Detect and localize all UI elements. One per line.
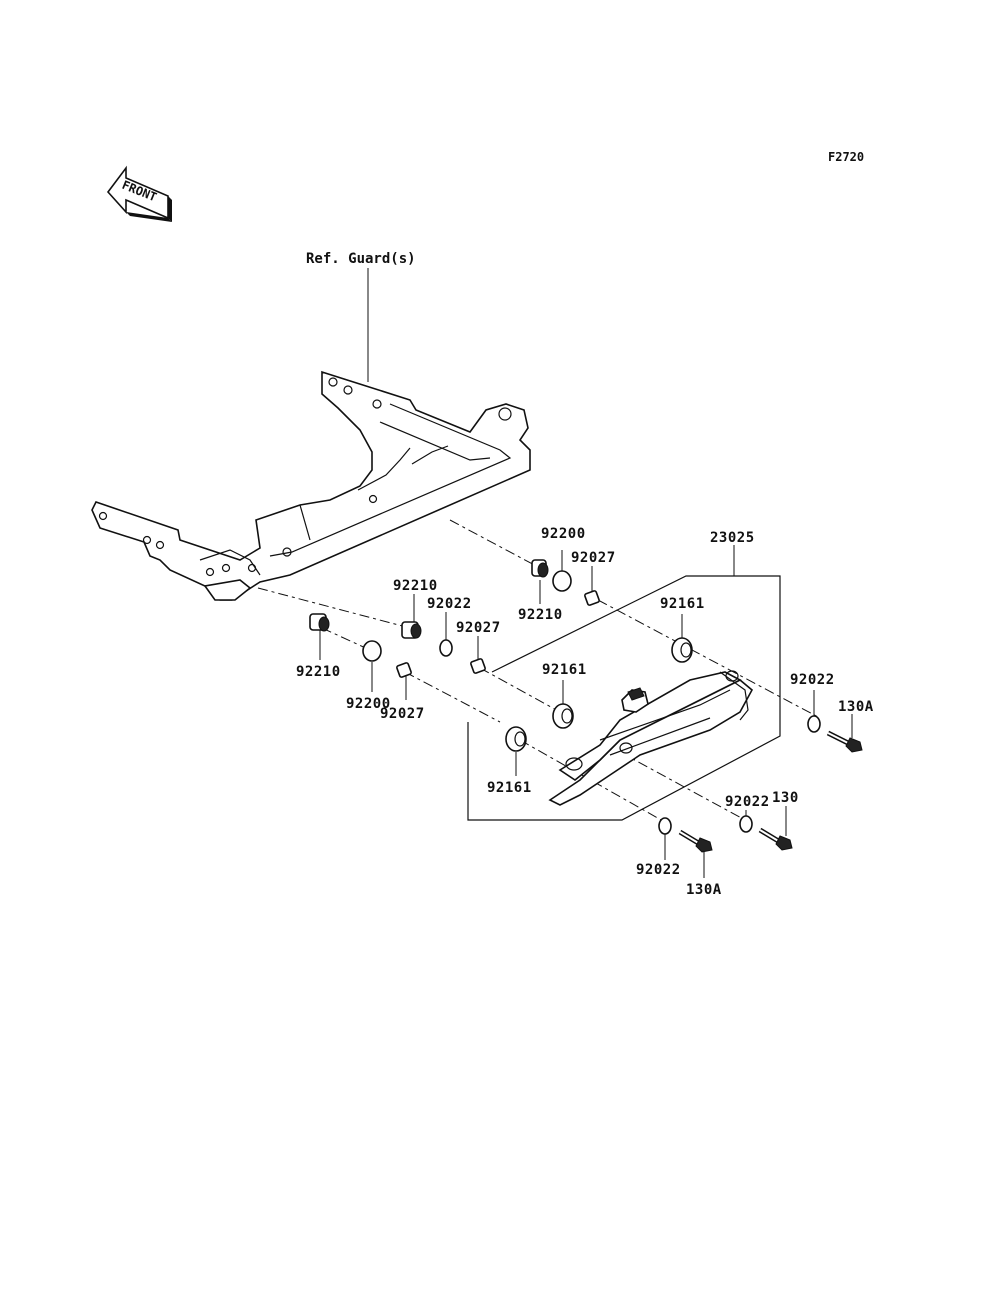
axis-line-left-short — [321, 627, 371, 651]
bolt-130-lower — [758, 827, 793, 851]
leader-lines — [319, 550, 853, 878]
washer-92022-bottom — [658, 817, 672, 835]
callout-92027-mid: 92027 — [456, 620, 501, 636]
callout-92210-left: 92210 — [296, 664, 341, 680]
callout-23025: 23025 — [710, 530, 755, 546]
axis-line-lower-right — [619, 751, 746, 821]
axis-line-left — [404, 671, 501, 723]
grommet-92161-right — [671, 637, 693, 663]
figure-code: F2720 — [828, 150, 864, 164]
callout-92200-top: 92200 — [541, 526, 586, 542]
callout-92022-lower: 92022 — [725, 794, 770, 810]
callout-130A-bottom: 130A — [686, 882, 722, 898]
turn-signal-lamp — [548, 670, 754, 806]
grommet-92161-left — [505, 726, 527, 752]
callout-92161-right: 92161 — [660, 596, 705, 612]
callout-92210-top-right: 92210 — [518, 607, 563, 623]
callout-92022-bottom: 92022 — [636, 862, 681, 878]
axis-line-upper — [449, 519, 541, 569]
front-arrow-icon: FRONT — [106, 165, 172, 222]
callout-92027-left: 92027 — [380, 706, 425, 722]
axis-line-mid2 — [479, 667, 561, 713]
collar-92200-left — [362, 640, 382, 662]
bolt-130A-right — [826, 730, 863, 753]
axis-line-middle — [257, 587, 411, 629]
washer-92022-right — [807, 715, 821, 733]
callout-130A-right: 130A — [838, 699, 874, 715]
washer-92022-mid — [439, 639, 453, 657]
bolt-130A-bottom — [678, 829, 713, 853]
callout-92027-top: 92027 — [571, 550, 616, 566]
collar-92200-top — [552, 570, 572, 592]
callout-92161-mid: 92161 — [542, 662, 587, 678]
callout-92210-mid: 92210 — [393, 578, 438, 594]
assembly-bracket — [467, 545, 781, 821]
callout-92161-left: 92161 — [487, 780, 532, 796]
ref-guard-label: Ref. Guard(s) — [306, 251, 416, 267]
washer-92022-lower — [739, 815, 753, 833]
callout-92022-right: 92022 — [790, 672, 835, 688]
callout-92022-mid: 92022 — [427, 596, 472, 612]
spacer-92027-left — [396, 662, 412, 678]
grommet-92210-mid — [401, 621, 422, 639]
spacer-92027-top — [584, 590, 600, 606]
guard-frame — [91, 370, 531, 601]
spacer-92027-mid — [470, 658, 486, 674]
grommet-92161-mid — [552, 703, 574, 729]
callout-92200-left: 92200 — [346, 696, 391, 712]
grommet-92210-left — [309, 613, 330, 632]
grommet-92210-top-right — [531, 559, 549, 578]
callout-130: 130 — [772, 790, 799, 806]
